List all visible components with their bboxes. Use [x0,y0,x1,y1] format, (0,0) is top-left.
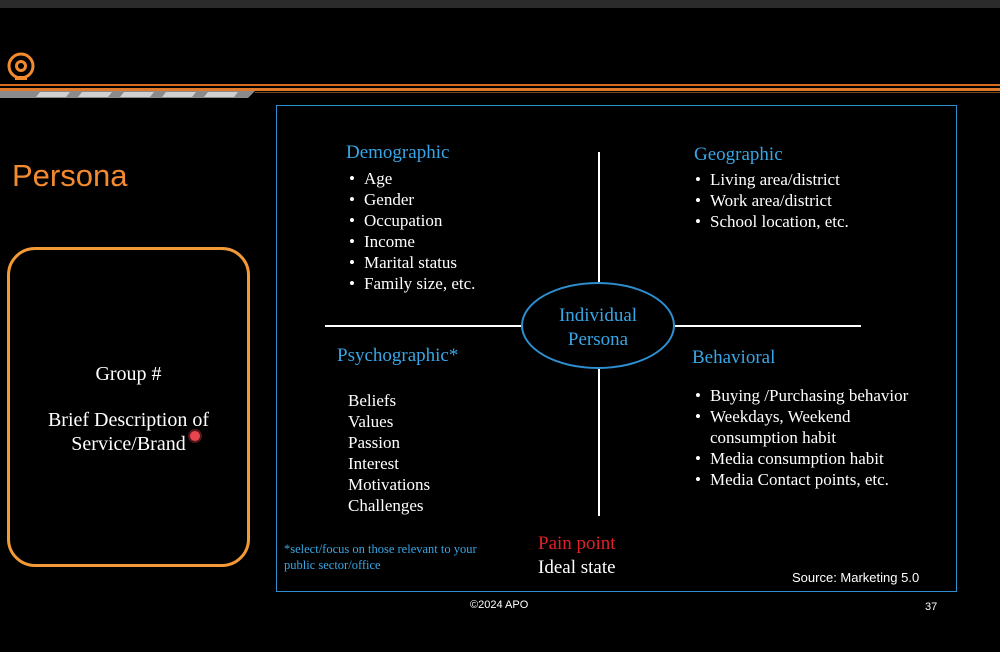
brief-description-label: Brief Description of [47,409,210,431]
list-item: Buying /Purchasing behavior [694,385,924,406]
list-item: Marital status [348,252,475,273]
vertical-axis-top [598,152,600,282]
individual-label: Individual [558,305,638,326]
pain-point-label: Pain point [538,533,616,554]
horizontal-axis-right [675,325,861,327]
list-item: Challenges [348,496,424,515]
list-item: Gender [348,189,475,210]
individual-persona-node: Individual Persona [521,282,675,369]
vertical-axis-bottom [598,369,600,516]
list-item: School location, etc. [694,211,849,232]
service-brand-label: Service/Brand [71,433,186,455]
group-card: Group # Brief Description of Service/Bra… [7,247,250,567]
list-item: Media Contact points, etc. [694,469,924,490]
list-item: Beliefs [348,391,397,410]
list-item: Interest [348,454,399,473]
cursor-pointer-icon [190,431,200,441]
behavioral-list: Buying /Purchasing behavior Weekdays, We… [694,385,924,490]
psychographic-heading: Psychographic* [337,345,459,366]
group-card-text: Group # Brief Description of Service/Bra… [10,362,247,456]
page-number: 37 [925,601,938,613]
list-item: Values [348,412,394,431]
selection-note: *select/focus on those relevant to your … [284,542,477,572]
apo-logo-icon [7,52,35,80]
persona-diagram-frame [276,105,957,592]
group-number-label: Group # [95,363,162,385]
list-item: Weekdays, Weekend consumption habit [694,406,924,448]
behavioral-heading: Behavioral [692,347,776,368]
horizontal-axis-left [325,325,522,327]
copyright-footer: ©2024 APO [470,599,529,611]
list-item: Media consumption habit [694,448,924,469]
list-item: Occupation [348,210,475,231]
list-item: Family size, etc. [348,273,475,294]
geographic-list: Living area/district Work area/district … [694,169,849,232]
psychographic-list: Beliefs Values Passion Interest Motivati… [348,390,430,516]
demographic-list: Age Gender Occupation Income Marital sta… [348,168,475,294]
ideal-state-label: Ideal state [538,557,616,578]
list-item: Passion [348,433,400,452]
persona-label: Persona [567,329,629,350]
geographic-heading: Geographic [694,144,783,165]
list-item: Income [348,231,475,252]
header-stripe [0,84,1000,98]
list-item: Motivations [348,475,431,494]
demographic-heading: Demographic [346,142,450,163]
list-item: Age [348,168,475,189]
source-citation: Source: Marketing 5.0 [792,570,920,585]
list-item: Work area/district [694,190,849,211]
slide-title: Persona [12,158,128,193]
window-top-bar [0,0,1000,8]
list-item: Living area/district [694,169,849,190]
